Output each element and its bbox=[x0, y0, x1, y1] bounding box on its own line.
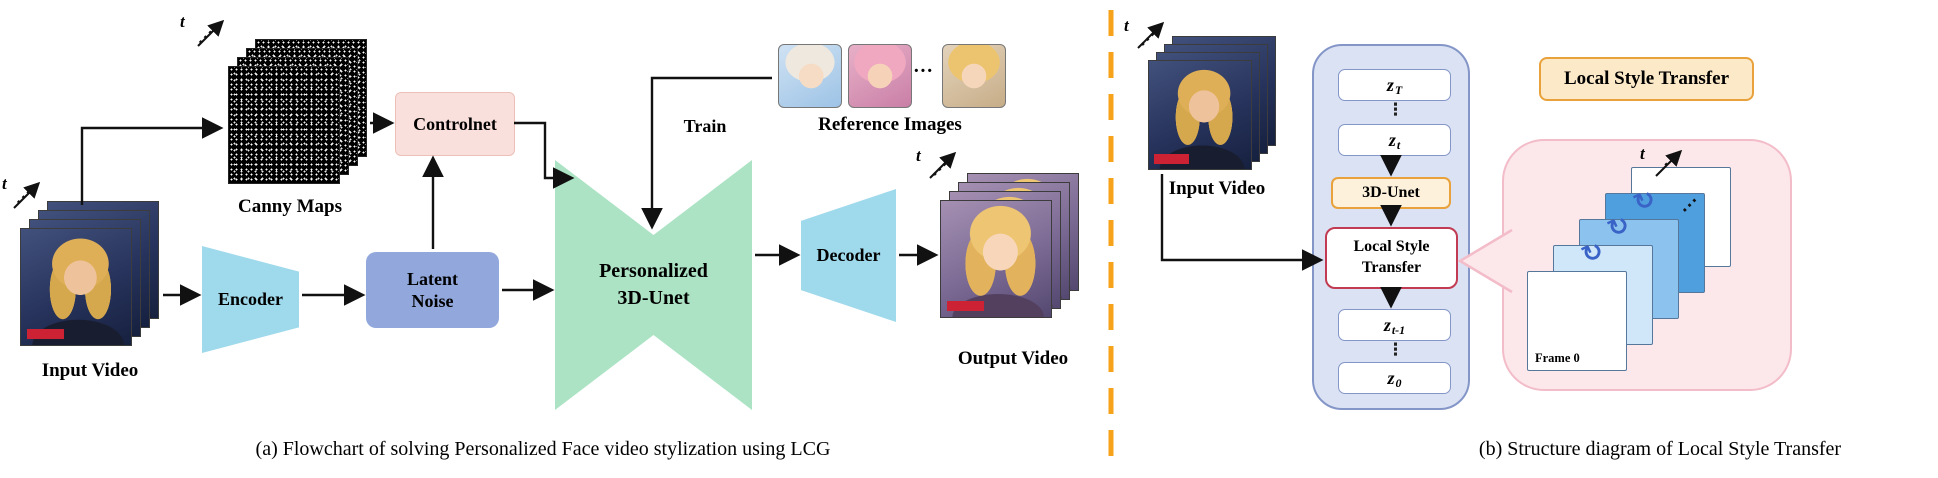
lst-label-line1: Local Style bbox=[1353, 238, 1430, 256]
lst-label-line2: Transfer bbox=[1361, 259, 1422, 276]
z-base: z bbox=[1387, 367, 1395, 388]
latent-noise-box: Latent Noise bbox=[366, 252, 499, 328]
arrow-inputvideo-to-cannymaps bbox=[80, 117, 224, 205]
vertical-dots-bottom: ⋮ bbox=[1387, 340, 1404, 360]
z-base: z bbox=[1386, 74, 1394, 95]
latent-frame-0 bbox=[1527, 271, 1627, 371]
unet-label-line1: Personalized bbox=[599, 260, 708, 282]
z-subscript: t-1 bbox=[1391, 322, 1406, 337]
reference-image-3 bbox=[942, 44, 1006, 108]
reference-images-label: Reference Images bbox=[818, 114, 962, 135]
video-frame bbox=[940, 200, 1052, 318]
output-video-label: Output Video bbox=[957, 348, 1069, 369]
bubble-frame-stack bbox=[1527, 167, 1731, 371]
z-subscript: 0 bbox=[1395, 375, 1402, 390]
encoder-label: Encoder bbox=[218, 289, 283, 309]
t-label-bubble: t bbox=[1640, 144, 1645, 163]
stack-dots-canny: ··· bbox=[192, 23, 220, 51]
latent-noise-label-line1: Latent bbox=[407, 268, 458, 289]
z-subscript: T bbox=[1394, 82, 1403, 97]
reference-image-1 bbox=[778, 44, 842, 108]
z-subscript: t bbox=[1396, 137, 1401, 152]
unet-box-b: 3D-Unet bbox=[1331, 177, 1451, 209]
vertical-dots-top: ⋮ bbox=[1387, 100, 1404, 120]
decoder-block: Decoder bbox=[801, 189, 896, 322]
t-label-input-a: t bbox=[2, 174, 7, 193]
input-video-label-b: Input Video bbox=[1168, 178, 1266, 199]
canny-maps-label: Canny Maps bbox=[238, 196, 342, 217]
latent-noise-label-line2: Noise bbox=[411, 291, 454, 311]
train-label: Train bbox=[683, 116, 727, 136]
canny-frame bbox=[228, 66, 340, 184]
legend-label: Local Style Transfer bbox=[1564, 68, 1729, 89]
z-base: z bbox=[1388, 129, 1396, 150]
output-video-stack bbox=[940, 173, 1079, 318]
t-label-output: t bbox=[916, 146, 921, 165]
local-style-transfer-box: Local Style Transfer bbox=[1325, 227, 1458, 289]
encoder-block: Encoder bbox=[202, 246, 299, 353]
video-frame bbox=[1148, 60, 1252, 170]
video-frame bbox=[20, 228, 132, 346]
caption-panel-a: (a) Flowchart of solving Personalized Fa… bbox=[255, 438, 831, 460]
input-video-label-a: Input Video bbox=[41, 360, 139, 381]
input-video-stack-b bbox=[1148, 36, 1276, 170]
z-base: z bbox=[1383, 314, 1391, 335]
controlnet-label: Controlnet bbox=[413, 113, 497, 134]
local-style-transfer-legend: Local Style Transfer bbox=[1539, 57, 1754, 101]
decoder-label: Decoder bbox=[816, 245, 881, 265]
unet-label-line2: 3D-Unet bbox=[617, 287, 690, 309]
reference-image-2 bbox=[848, 44, 912, 108]
unet-box-label: 3D-Unet bbox=[1362, 184, 1420, 201]
controlnet-box: Controlnet bbox=[395, 92, 515, 156]
caption-panel-b: (b) Structure diagram of Local Style Tra… bbox=[1478, 438, 1842, 460]
frame0-label: Frame 0 bbox=[1535, 351, 1580, 365]
input-video-stack-a bbox=[20, 201, 159, 346]
personalized-3d-unet-block: Personalized 3D-Unet bbox=[555, 160, 752, 410]
t-label-input-b: t bbox=[1124, 16, 1129, 35]
t-label-canny: t bbox=[180, 12, 185, 31]
canny-maps-stack bbox=[228, 39, 367, 184]
reference-ellipsis: ··· bbox=[912, 60, 933, 82]
